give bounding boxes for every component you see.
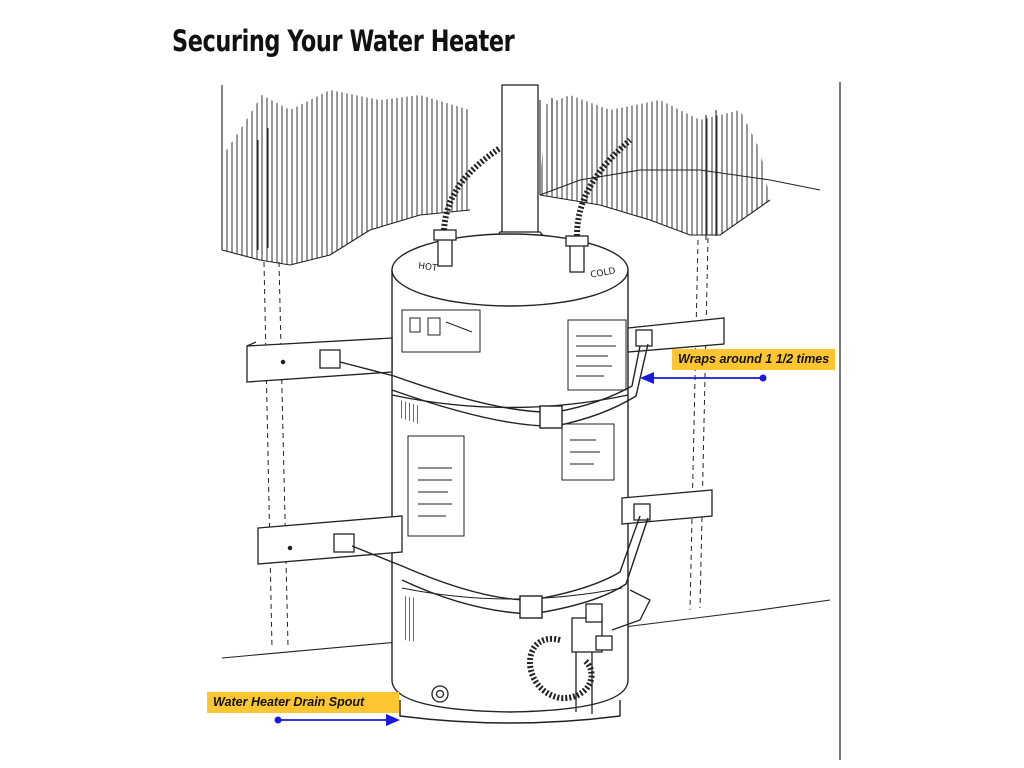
drain-callout: Water Heater Drain Spout xyxy=(207,692,399,713)
arrow-left-icon xyxy=(640,372,767,384)
arrow-right-icon xyxy=(275,714,401,726)
drain-spout-icon xyxy=(432,686,448,702)
wraps-callout: Wraps around 1 1/2 times xyxy=(672,349,835,370)
